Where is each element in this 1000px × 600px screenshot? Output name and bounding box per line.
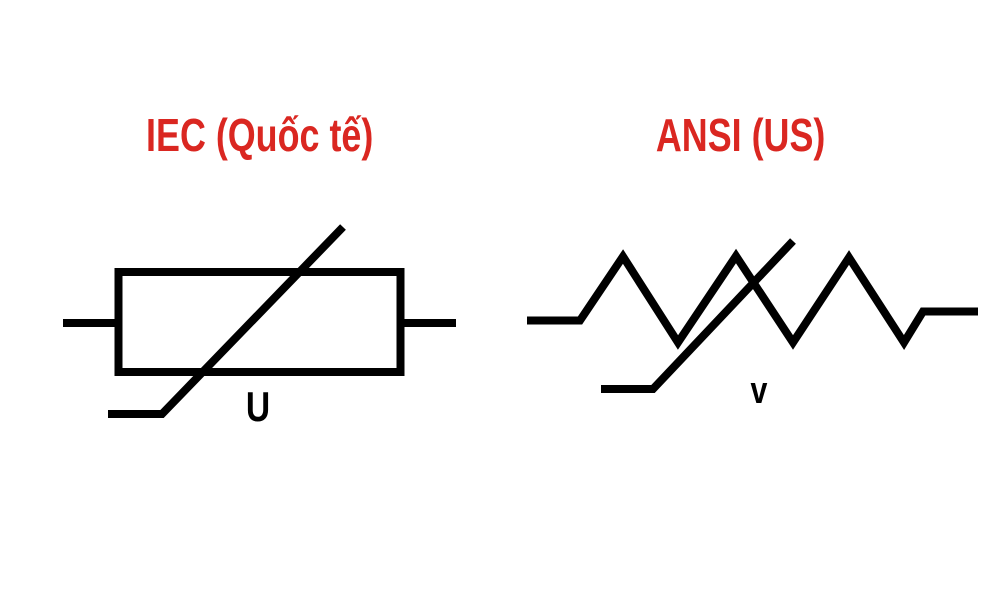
iec-resistor-body	[114, 268, 405, 376]
ansi-title-text: ANSI (US)	[656, 109, 826, 161]
varistor-iec-symbol	[63, 224, 456, 418]
ansi-title: ANSI (US)	[541, 112, 941, 158]
varistor-ansi-symbol	[527, 238, 978, 393]
iec-title-text: IEC (Quốc tế)	[146, 109, 374, 161]
iec-diagonal-stroke	[108, 224, 346, 418]
ansi-zigzag-resistor	[527, 248, 978, 351]
iec-title: IEC (Quốc tế)	[60, 112, 460, 158]
ansi-voltage-label: v	[750, 370, 768, 412]
ansi-diagonal-stroke	[601, 238, 796, 393]
iec-voltage-label: U	[245, 383, 271, 430]
